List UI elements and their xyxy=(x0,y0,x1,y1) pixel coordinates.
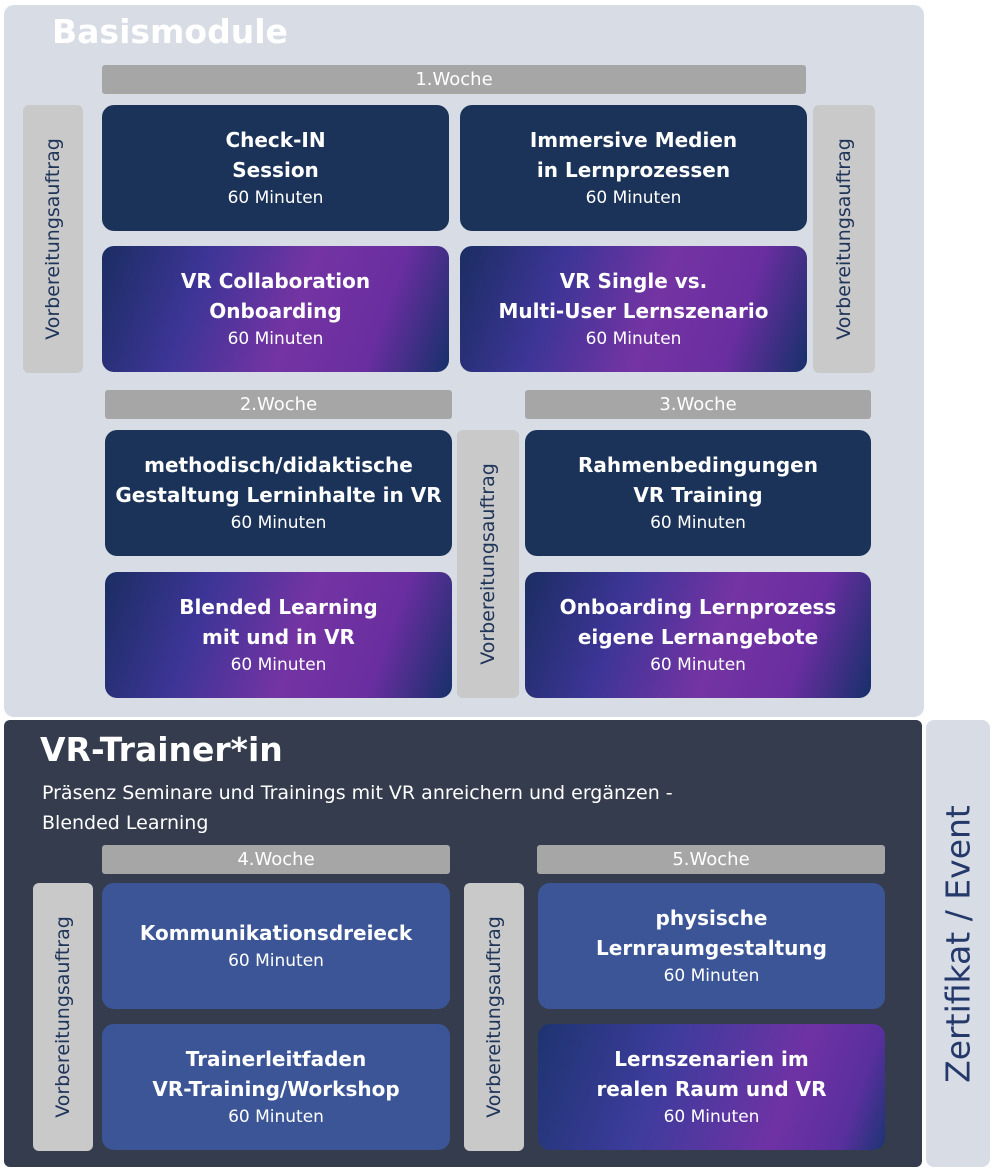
vorbereitungsauftrag-label: Vorbereitungsauftrag xyxy=(464,883,524,1151)
module-title-line: Rahmenbedingungen xyxy=(578,453,818,477)
vorbereitungsauftrag-label: Vorbereitungsauftrag xyxy=(813,105,875,373)
module-duration: 60 Minuten xyxy=(650,513,746,533)
vorbereitungsauftrag-label: Vorbereitungsauftrag xyxy=(23,105,83,373)
week-3-header: 3.Woche xyxy=(525,390,871,419)
module-title-line: Session xyxy=(232,158,319,182)
module-card-vr-single-multi: VR Single vs. Multi-User Lernszenario 60… xyxy=(460,246,807,372)
module-duration: 60 Minuten xyxy=(228,1107,324,1127)
basismodule-title: Basismodule xyxy=(52,12,288,51)
module-title-line: VR Training xyxy=(633,483,763,507)
vorbereitungsauftrag-text: Vorbereitungsauftrag xyxy=(483,916,505,1118)
module-title-line: Multi-User Lernszenario xyxy=(498,299,769,323)
vorbereitungsauftrag-label: Vorbereitungsauftrag xyxy=(457,430,519,698)
vorbereitungsauftrag-text: Vorbereitungsauftrag xyxy=(833,138,855,340)
week-2-header: 2.Woche xyxy=(105,390,452,419)
module-card-onboarding-lernprozess: Onboarding Lernprozess eigene Lernangebo… xyxy=(525,572,871,698)
module-card-lernraumgestaltung: physische Lernraumgestaltung 60 Minuten xyxy=(538,883,885,1009)
module-duration: 60 Minuten xyxy=(585,188,682,208)
week-1-header: 1.Woche xyxy=(102,65,806,94)
week-5-header: 5.Woche xyxy=(537,845,885,874)
vr-trainer-subtitle-line: Präsenz Seminare und Trainings mit VR an… xyxy=(42,782,673,804)
module-title-line: VR Single vs. xyxy=(559,269,708,293)
module-card-immersive-medien: Immersive Medien in Lernprozessen 60 Min… xyxy=(460,105,807,231)
module-duration: 60 Minuten xyxy=(650,655,746,675)
module-title-line: Lernraumgestaltung xyxy=(596,936,827,960)
module-card-kommunikationsdreieck: Kommunikationsdreieck 60 Minuten xyxy=(102,883,450,1009)
module-title-line: Kommunikationsdreieck xyxy=(139,921,413,945)
module-card-trainerleitfaden: Trainerleitfaden VR-Training/Workshop 60… xyxy=(102,1024,450,1150)
module-title-line: Lernszenarien im xyxy=(614,1047,809,1071)
zertifikat-panel: Zertifikat / Event xyxy=(926,720,990,1167)
module-title-line: VR-Training/Workshop xyxy=(152,1077,400,1101)
vorbereitungsauftrag-text: Vorbereitungsauftrag xyxy=(52,916,74,1118)
module-card-check-in: Check-IN Session 60 Minuten xyxy=(102,105,449,231)
module-duration: 60 Minuten xyxy=(228,951,324,971)
module-title-line: Blended Learning xyxy=(179,595,378,619)
module-card-rahmenbedingungen: Rahmenbedingungen VR Training 60 Minuten xyxy=(525,430,871,556)
module-title-line: in Lernprozessen xyxy=(536,158,731,182)
zertifikat-label: Zertifikat / Event xyxy=(938,804,978,1083)
module-duration: 60 Minuten xyxy=(663,966,760,986)
module-title-line: eigene Lernangebote xyxy=(577,625,819,649)
vr-trainer-title: VR-Trainer*in xyxy=(40,730,283,769)
module-title-line: realen Raum und VR xyxy=(596,1077,827,1101)
module-duration: 60 Minuten xyxy=(227,329,324,349)
module-title-line: Immersive Medien xyxy=(529,128,738,152)
module-duration: 60 Minuten xyxy=(663,1107,760,1127)
module-card-vr-collaboration: VR Collaboration Onboarding 60 Minuten xyxy=(102,246,449,372)
module-title-line: VR Collaboration xyxy=(180,269,371,293)
vorbereitungsauftrag-text: Vorbereitungsauftrag xyxy=(477,463,499,665)
module-title-line: Onboarding Lernprozess xyxy=(559,595,837,619)
module-card-blended-learning: Blended Learning mit und in VR 60 Minute… xyxy=(105,572,452,698)
vorbereitungsauftrag-text: Vorbereitungsauftrag xyxy=(42,138,64,340)
module-duration: 60 Minuten xyxy=(227,188,324,208)
module-title-line: Gestaltung Lerninhalte in VR xyxy=(115,483,442,507)
module-duration: 60 Minuten xyxy=(585,329,682,349)
module-title-line: mit und in VR xyxy=(202,625,355,649)
module-duration: 60 Minuten xyxy=(230,513,327,533)
week-4-header: 4.Woche xyxy=(102,845,450,874)
vorbereitungsauftrag-label: Vorbereitungsauftrag xyxy=(33,883,93,1151)
module-title-line: Check-IN xyxy=(225,128,326,152)
module-title-line: Trainerleitfaden xyxy=(185,1047,367,1071)
module-title-line: physische xyxy=(655,906,768,930)
module-title-line: Onboarding xyxy=(209,299,342,323)
module-card-lernszenarien: Lernszenarien im realen Raum und VR 60 M… xyxy=(538,1024,885,1150)
module-title-line: methodisch/didaktische xyxy=(144,453,413,477)
module-card-methodisch-didaktisch: methodisch/didaktische Gestaltung Lernin… xyxy=(105,430,452,556)
module-duration: 60 Minuten xyxy=(230,655,327,675)
vr-trainer-subtitle-line: Blended Learning xyxy=(42,812,209,834)
